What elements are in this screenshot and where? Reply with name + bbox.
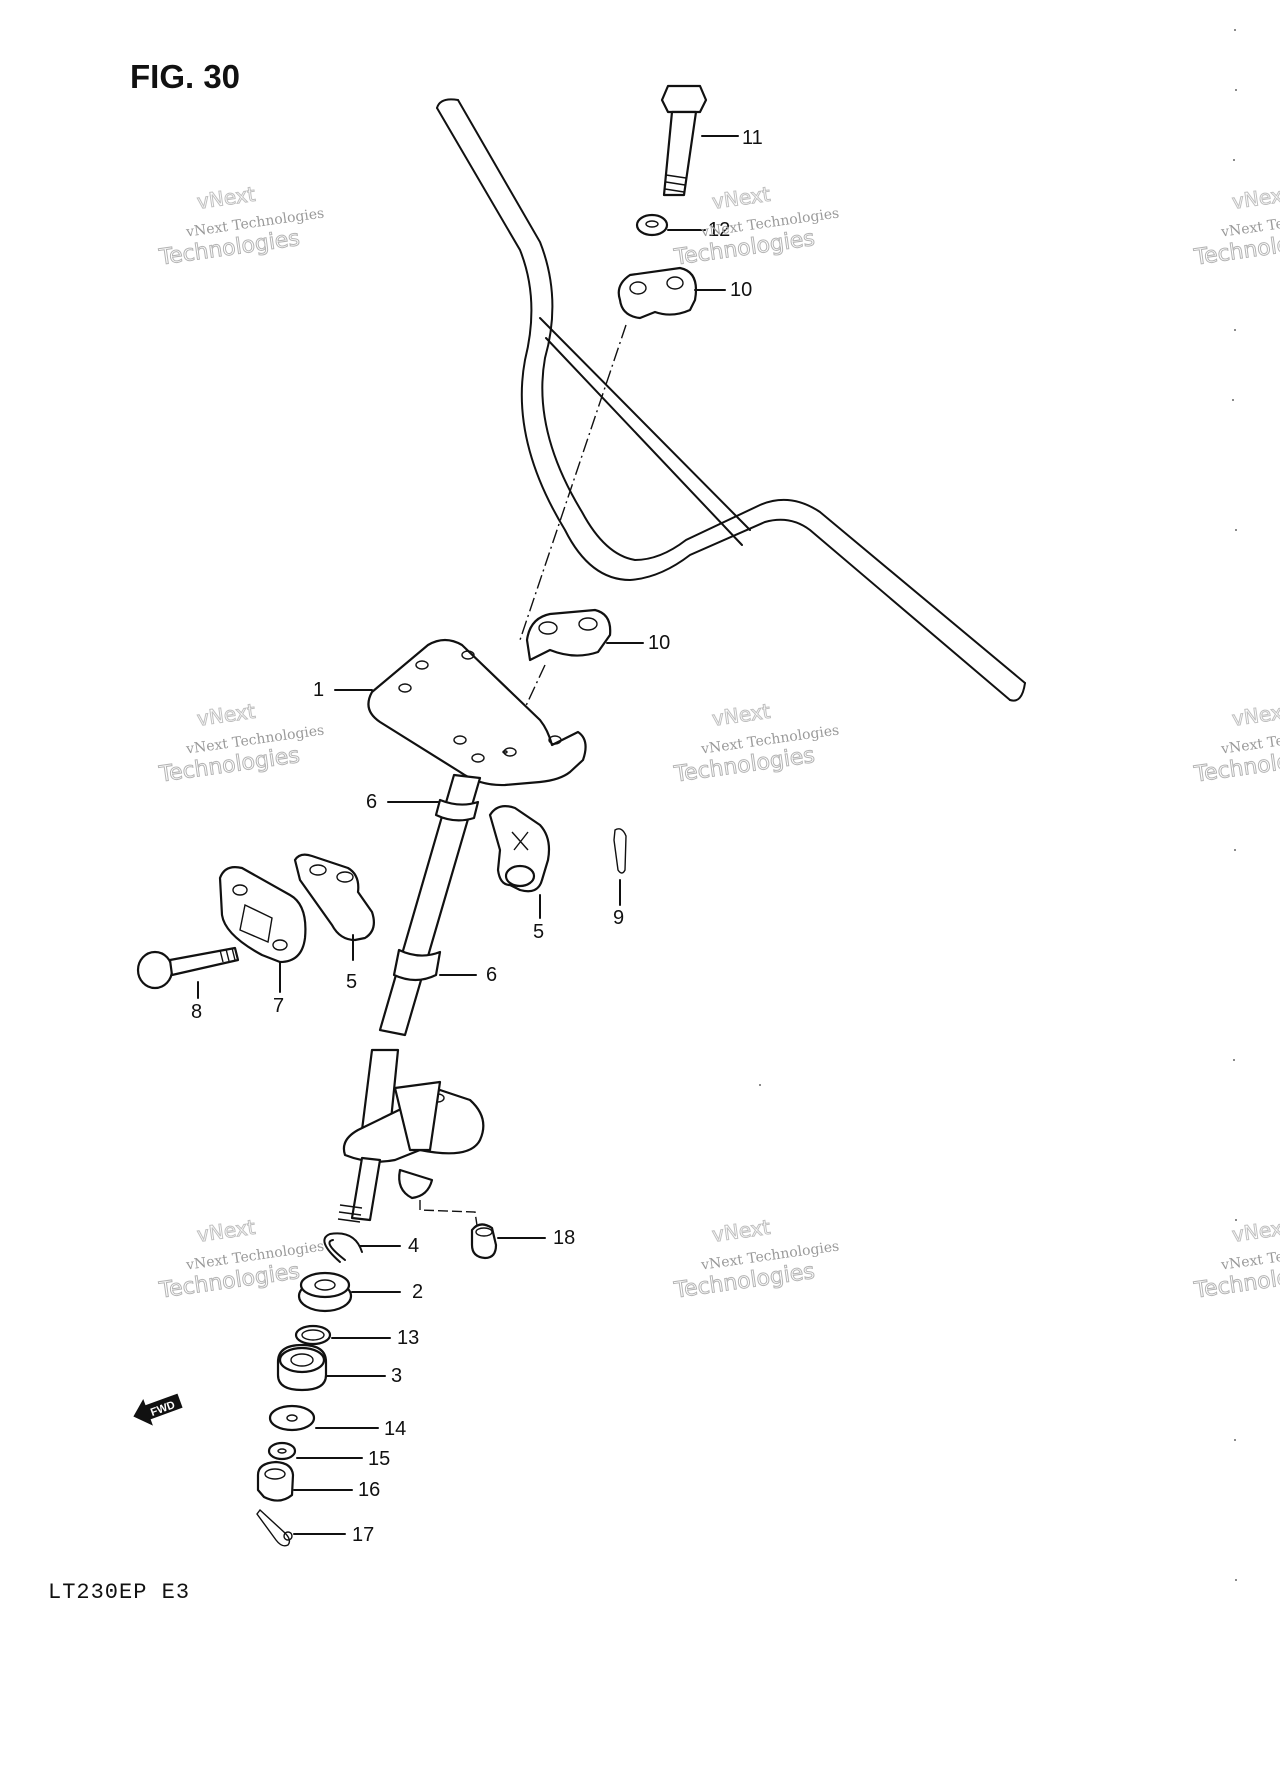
figure-title: FIG. 30 xyxy=(130,58,240,95)
callout-1: 1 xyxy=(313,679,324,701)
svg-text:vNext: vNext xyxy=(1231,182,1280,214)
seal-3 xyxy=(276,1343,328,1392)
scan-specks xyxy=(759,29,1237,1581)
callout-15: 15 xyxy=(368,1448,390,1470)
callout-9: 9 xyxy=(613,907,624,929)
svg-text:vNext: vNext xyxy=(711,182,772,214)
leader-lines xyxy=(197,135,739,1535)
callout-5-right: 5 xyxy=(533,921,544,943)
svg-text:vNext: vNext xyxy=(1231,1215,1280,1247)
steering-shaft xyxy=(337,773,485,1233)
callout-17: 17 xyxy=(352,1524,374,1546)
callout-5-left: 5 xyxy=(346,971,357,993)
callout-16: 16 xyxy=(358,1479,380,1501)
callout-4: 4 xyxy=(408,1235,419,1257)
callout-6-lower: 6 xyxy=(486,964,497,986)
model-code: LT230EP E3 xyxy=(48,1580,190,1605)
cotter-pin-9 xyxy=(613,828,627,874)
callout-7: 7 xyxy=(273,995,284,1017)
handlebar-plate-1 xyxy=(367,638,587,787)
upper-holder-10 xyxy=(617,266,698,320)
washer-12 xyxy=(635,213,669,237)
watermarks: vNext vNext Technologies Technologies vN… xyxy=(156,181,1280,1304)
bearing-2 xyxy=(297,1271,353,1313)
watermark: vNext vNext Technologies Technologies xyxy=(156,181,325,271)
watermark: vNext vNext Technologies Technologies xyxy=(1191,1214,1280,1304)
washer-14 xyxy=(268,1404,316,1432)
svg-text:vNext: vNext xyxy=(1231,699,1280,731)
callout-11: 11 xyxy=(742,127,763,149)
cotter-pin-17 xyxy=(256,1508,293,1547)
callout-8: 8 xyxy=(191,1001,202,1023)
watermark: vNext vNext Technologies Technologies xyxy=(1191,181,1280,271)
handlebar xyxy=(436,98,1026,702)
callout-14: 14 xyxy=(384,1418,406,1440)
holder-5-right xyxy=(488,805,551,893)
nipple-18 xyxy=(470,1223,498,1260)
watermark: vNext vNext Technologies Technologies xyxy=(156,698,325,788)
callout-10-upper: 10 xyxy=(730,279,752,301)
washer-15 xyxy=(267,1441,297,1461)
fwd-arrow-icon: FWD xyxy=(133,1393,183,1426)
callouts: 11 12 10 10 1 6 5 9 5 6 8 7 18 4 2 13 3 … xyxy=(191,127,763,1546)
svg-text:vNext: vNext xyxy=(196,699,257,731)
bolt-8 xyxy=(136,946,240,990)
holder-5-left xyxy=(293,853,375,942)
svg-text:vNext: vNext xyxy=(196,1215,257,1247)
callout-6-upper: 6 xyxy=(366,791,377,813)
callout-10-lower: 10 xyxy=(648,632,670,654)
oring-13 xyxy=(294,1324,332,1346)
callout-12: 12 xyxy=(708,219,730,241)
svg-text:vNext: vNext xyxy=(196,182,257,214)
lower-holder-10 xyxy=(525,608,612,662)
nut-16 xyxy=(256,1460,295,1502)
watermark: vNext vNext Technologies Technologies xyxy=(671,698,840,788)
svg-text:vNext: vNext xyxy=(711,699,772,731)
callout-13: 13 xyxy=(397,1327,419,1349)
watermark: vNext vNext Technologies Technologies xyxy=(671,181,840,271)
callout-2: 2 xyxy=(412,1281,423,1303)
watermark: vNext vNext Technologies Technologies xyxy=(1191,698,1280,788)
callout-3: 3 xyxy=(391,1365,402,1387)
svg-text:vNext: vNext xyxy=(711,1215,772,1247)
bolt-11 xyxy=(660,84,708,197)
watermark: vNext vNext Technologies Technologies xyxy=(671,1214,840,1304)
fwd-label: FWD xyxy=(149,1399,177,1419)
circlip-4 xyxy=(323,1232,363,1263)
plate-7 xyxy=(218,866,307,964)
callout-18: 18 xyxy=(553,1227,575,1249)
